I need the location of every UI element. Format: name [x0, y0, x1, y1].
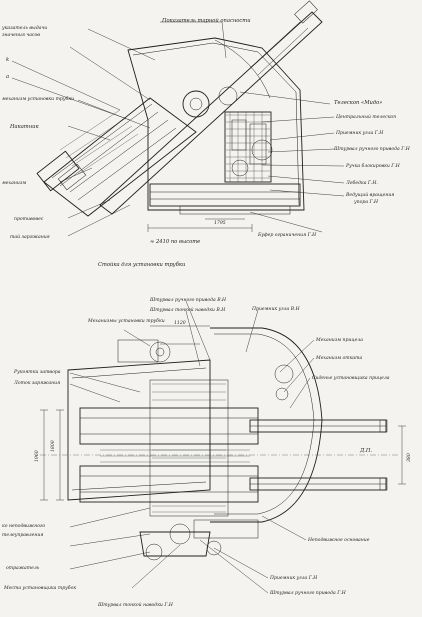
- label-fuze-setter: механизм установки трубки: [2, 95, 74, 102]
- side-view-leaders: [11, 21, 345, 237]
- label-training-stop: упора Г.Н: [353, 199, 379, 205]
- dimension-1795: 1795: [214, 220, 226, 226]
- label-deflector: отражатель: [6, 566, 40, 571]
- dimension-1960: 1960: [34, 450, 40, 462]
- label-output-indicator: указатель выдачи: [1, 25, 47, 31]
- label-training-receiver: Приемник угла Г.Н: [335, 130, 384, 136]
- plan-view-leaders: [69, 300, 315, 594]
- label-elevation-handwheel: Штурвал ручного привода В.Н: [149, 297, 227, 303]
- label-elevation-receiver: Приемник угла В.Н: [251, 306, 301, 312]
- label-remote-control: телеуправления: [2, 533, 43, 538]
- plan-view: [40, 325, 406, 561]
- label-sight-mechanism: Механизм прицела: [315, 337, 363, 343]
- label-training-lock: Ручка блокировки Г.Н: [345, 162, 401, 169]
- dimension-1120: 1120: [174, 320, 186, 326]
- label-training-handwheel-plan: Штурвал ручного привода Г.Н: [269, 590, 347, 596]
- label-central-telescope: Центральный телескоп: [336, 114, 396, 120]
- label-training-buffer: Буфер ограничения Г.Н: [257, 231, 317, 238]
- label-sight-setter-seat: Сиденье установщика прицела: [312, 375, 390, 381]
- label-recoil-mechanism: Механизм отката: [315, 355, 362, 361]
- label-shot-danger-indicator: Показатель тарной опасности: [161, 18, 251, 24]
- label-fixed-part: ко неподвижного: [2, 523, 45, 529]
- label-training-receiver-plan: Приемник угла Г.Н: [269, 575, 318, 581]
- label-rotation-drive: Ведущий вращения: [345, 192, 394, 198]
- label-fixed-base: Неподвижное основание: [307, 537, 370, 543]
- label-recuperator: Накатник: [9, 124, 39, 130]
- label-fuze-setter-place: Места установщика трубок: [3, 584, 76, 591]
- side-view-labels: Показатель тарной опасности указатель вы…: [1, 18, 411, 268]
- label-breech-handles: Рукоятки затвора: [13, 369, 61, 375]
- label-fuze-stand: Стойка для установки трубки: [98, 261, 185, 268]
- label-loading-tray: тай заряжания: [10, 234, 50, 240]
- label-clock-values: значения часов: [2, 33, 40, 38]
- label-training-fine-wheel: Штурвал тонкой наводки Г.Н: [97, 602, 174, 608]
- label-training-winch: Лебедка Г.Н.: [345, 179, 378, 186]
- label-a: a: [6, 74, 9, 80]
- label-loading-tray-plan: Лоток заряжания: [13, 380, 60, 386]
- dimension-height: ≈ 2410 по высоте: [150, 239, 200, 245]
- label-elevation-fine-wheel: Штурвал тонкой наводки В.Н: [149, 307, 226, 313]
- plan-view-labels: Штурвал ручного привода В.Н Штурвал тонк…: [2, 297, 412, 608]
- dimension-380: 380: [406, 453, 412, 462]
- label-mechanism: механизм: [2, 181, 26, 186]
- mechanism-cluster: [224, 111, 273, 183]
- label-dp: Д.П.: [359, 448, 372, 454]
- label-k: k: [6, 57, 9, 63]
- label-telescope-mido: Телескоп «Мидо»: [334, 100, 382, 106]
- label-training-handwheel: Штурвал ручного привода Г.Н: [333, 146, 411, 152]
- label-counterweight: противовес: [14, 217, 44, 222]
- dimension-1800: 1800: [50, 440, 56, 452]
- side-elevation-view: [36, 0, 323, 232]
- label-fuze-setters: Механизмы установки трубки: [87, 317, 165, 324]
